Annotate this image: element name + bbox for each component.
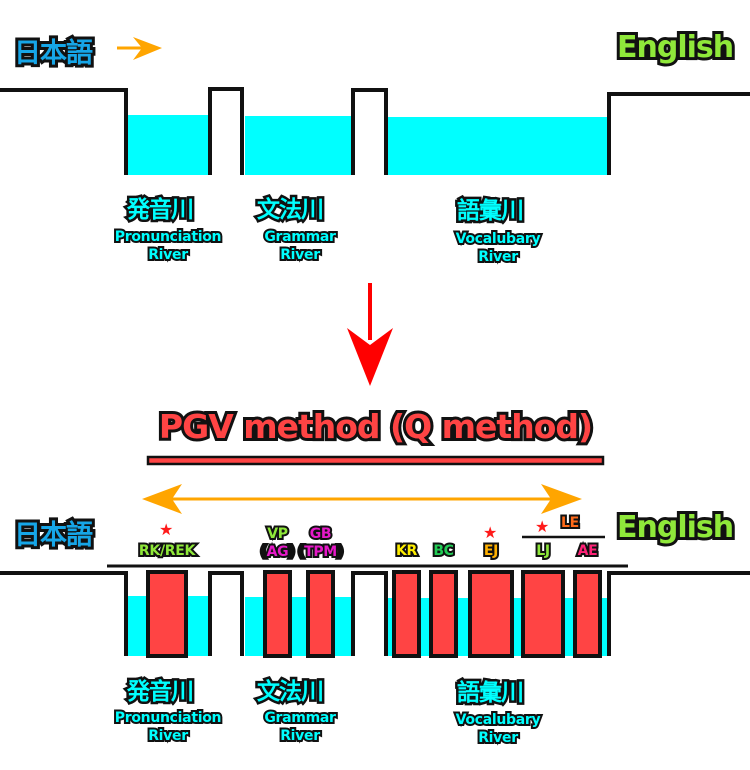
river-en-line2: River	[278, 726, 322, 746]
water-grammar-bottom	[245, 597, 351, 656]
terrain-outline-bottom	[0, 571, 750, 656]
river-en-line1: Vocalubary	[454, 229, 543, 249]
river-pronunciation-en-top: Pronunciation River	[108, 227, 228, 265]
paren-open: (	[296, 542, 306, 562]
paren-open: (	[258, 542, 268, 562]
terrain-outline-top	[0, 87, 750, 175]
source-language-label-bottom: 日本語	[11, 517, 96, 554]
direction-arrow-top	[117, 37, 162, 60]
river-en-line2: River	[146, 726, 190, 746]
river-grammar-jp-bottom: 文法川	[255, 677, 327, 708]
terrain-top	[0, 88, 128, 175]
river-en-line2: River	[146, 245, 190, 265]
bridge-pillar-lj	[521, 570, 565, 658]
bridge-label-ej: EJ	[482, 541, 500, 561]
star-icon: ★	[159, 520, 174, 539]
target-language-label-top: English	[614, 27, 737, 68]
river-en-line2: River	[476, 728, 520, 748]
bridge-sublabel-text: TPM	[302, 542, 339, 562]
bridge-sublabel-vp: (AG)	[238, 542, 318, 562]
bidirectional-arrow	[142, 484, 582, 514]
paren-close: )	[335, 542, 345, 562]
bridge-pillar-kr	[392, 570, 421, 658]
river-en-line1: Grammar	[262, 708, 338, 728]
bridge-label-bc: BC	[431, 541, 456, 561]
river-vocabulary-en-bottom: Vocalubary River	[446, 710, 550, 748]
water-pronunciation-top	[128, 115, 208, 175]
bridge-pillars	[146, 570, 602, 658]
bridge-pillar-bc	[429, 570, 458, 658]
bridge-label-ae: AE	[576, 541, 600, 561]
source-language-label-top: 日本語	[11, 35, 96, 72]
river-vocabulary-jp-top: 語彙川	[455, 196, 527, 227]
transform-arrow	[347, 283, 393, 386]
bridge-pillar-ae	[573, 570, 602, 658]
bridge-label-rk: RK/REK	[137, 541, 197, 561]
water-grammar-top	[245, 116, 351, 175]
river-pronunciation-jp-bottom: 発音川	[125, 677, 197, 708]
river-vocabulary-jp-bottom: 語彙川	[455, 678, 527, 709]
method-title: PGV method (Q method)	[156, 404, 596, 449]
bridge-pillar-vp	[263, 570, 292, 658]
river-grammar-en-top: Grammar River	[250, 227, 350, 265]
river-en-line2: River	[476, 247, 520, 267]
bridge-label-gb: GB	[308, 524, 334, 544]
bridge-sublabel-text: AG	[265, 542, 291, 562]
bridge-sublabel-gb: (TPM)	[281, 542, 361, 562]
river-vocabulary-en-top: Vocalubary River	[446, 229, 550, 267]
river-pronunciation-en-bottom: Pronunciation River	[108, 708, 228, 746]
group-label-le: LE	[559, 513, 581, 533]
river-en-line1: Vocalubary	[454, 710, 543, 730]
water-vocabulary-top	[388, 117, 607, 175]
river-en-line1: Pronunciation	[113, 708, 224, 728]
river-grammar-jp-top: 文法川	[255, 195, 327, 226]
bridge-pillar-rk	[146, 570, 188, 658]
bridge-label-lj: LJ	[534, 541, 552, 561]
river-pronunciation-jp-top: 発音川	[125, 195, 197, 226]
bridge-label-kr: KR	[394, 541, 419, 561]
target-language-label-bottom: English	[614, 507, 737, 548]
river-en-line1: Grammar	[262, 227, 338, 247]
paren-close: )	[286, 542, 296, 562]
bridge-pillar-gb	[306, 570, 335, 658]
bridge-label-vp: VP	[265, 524, 290, 544]
river-en-line2: River	[278, 245, 322, 265]
bridge-pillar-ej	[468, 570, 514, 658]
title-underline	[146, 455, 605, 466]
river-en-line1: Pronunciation	[113, 227, 224, 247]
river-grammar-en-bottom: Grammar River	[250, 708, 350, 746]
star-icon: ★	[483, 523, 498, 542]
star-icon: ★	[535, 517, 550, 536]
